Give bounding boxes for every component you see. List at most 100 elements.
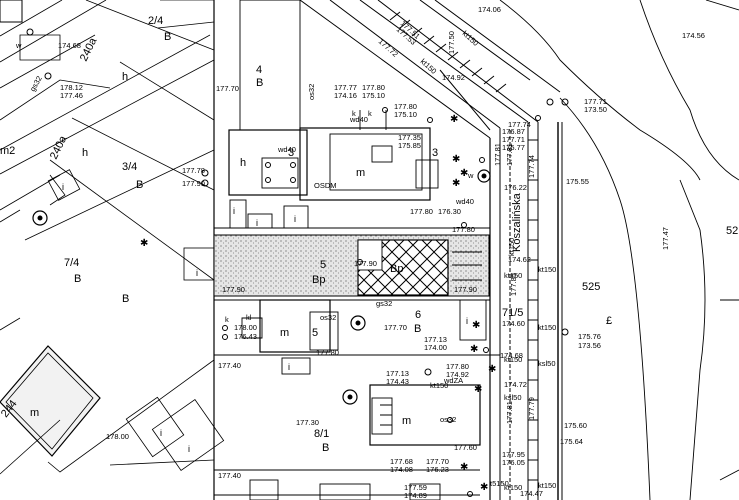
elevation: 177.30 (296, 418, 319, 427)
svg-text:✱: ✱ (452, 178, 460, 189)
annotation: os32 (320, 313, 336, 322)
elevation: 177.60 (454, 443, 477, 452)
elevation: 176.22 (504, 183, 527, 192)
annotation: kt150 (419, 57, 439, 76)
landuse-bp: Bp (390, 263, 403, 275)
elevation: 177.40 (218, 361, 241, 370)
elevation: 175.64 (560, 437, 583, 446)
svg-text:✱: ✱ (480, 482, 488, 493)
elevation: 178.12 (60, 83, 83, 92)
elevation: 177.13 (386, 369, 409, 378)
elevation: 177.81 (505, 143, 514, 166)
code-i: i (188, 444, 190, 454)
code-5: 5 (312, 327, 318, 339)
code-3: 3 (432, 147, 438, 159)
annotation: kt150 (504, 355, 522, 364)
parcel-525: 525 (582, 281, 600, 293)
elevation: 177.90 (354, 259, 377, 268)
code-k: k (225, 315, 229, 324)
code-m: m (356, 167, 365, 179)
parcel-2-4: 2/4 (148, 15, 163, 27)
elevation: 174.56 (682, 31, 705, 40)
elevation: 175.60 (564, 421, 587, 430)
parcel-8-1: 8/1 (314, 428, 329, 440)
landuse-labels: B B B B B B B Bp Bp (74, 31, 421, 454)
landuse-b: B (414, 323, 421, 335)
parcel-7-4: 7/4 (64, 257, 79, 269)
svg-text:✱: ✱ (472, 320, 480, 331)
annotation: kt150 (430, 381, 448, 390)
elevation: 176.43 (234, 332, 257, 341)
elevation: 175.77 (502, 143, 525, 152)
svg-text:✱: ✱ (460, 168, 468, 179)
elevation: 174.68 (58, 41, 81, 50)
annotation: wd40 (277, 145, 296, 154)
elevation: 177.80 (410, 207, 433, 216)
elevation: 178.00 (106, 432, 129, 441)
elevation: 174.62 (508, 255, 531, 264)
landuse-bp: Bp (312, 274, 325, 286)
code-i: i (160, 428, 162, 438)
building-codes: h h h m m m m i i i i i i i i i 3 3 5 k … (15, 41, 612, 454)
elevation: 177.72 (377, 37, 400, 59)
parcel-52: 52 (726, 225, 738, 237)
elevation: 178.00 (234, 323, 257, 332)
elevation: 174.60 (502, 319, 525, 328)
parcel-m2: m2 (0, 145, 15, 157)
annotation: ksl50 (538, 359, 556, 368)
landuse-b: B (74, 273, 81, 285)
annotation: wd40 (455, 197, 474, 206)
landuse-b: B (164, 31, 171, 43)
annotation: kt150 (504, 271, 522, 280)
elevation: 177.50 (447, 31, 456, 54)
elevation: 177.80 (362, 83, 385, 92)
elevation: 177.59 (404, 483, 427, 492)
elevation: 177.80 (316, 348, 339, 357)
elevation: 174.06 (478, 5, 501, 14)
svg-text:✱: ✱ (488, 364, 496, 375)
annotation: kt150 (504, 483, 522, 492)
annotation: gs32 (376, 299, 392, 308)
elevation: 176.30 (438, 207, 461, 216)
annotation: wd40 (349, 115, 368, 124)
elevation: 174.89 (404, 491, 427, 500)
elevation: 174.43 (386, 377, 409, 386)
svg-text:✱: ✱ (470, 344, 478, 355)
elevation: 177.35 (398, 133, 421, 142)
parcel-3-4: 3/4 (122, 161, 137, 173)
code-w: w (15, 41, 22, 50)
code-i: i (233, 206, 235, 216)
elevation: 174.68 (500, 351, 523, 360)
elevation: 177.71 (502, 135, 525, 144)
right-side-lines (499, 0, 739, 500)
svg-text:✱: ✱ (450, 114, 458, 125)
elevation: 177.85 (509, 273, 518, 296)
elevation: 177.47 (661, 227, 670, 250)
elevation: 175.10 (362, 91, 385, 100)
elevation: 174.72 (504, 380, 527, 389)
elevation: 177.70 (216, 84, 239, 93)
parcel-240a-mid: 240a (48, 133, 70, 161)
code-m: m (280, 327, 289, 339)
elevation: 173.50 (584, 105, 607, 114)
elevation: 177.13 (424, 335, 447, 344)
code-k: k (352, 109, 356, 118)
code-i: i (256, 218, 258, 228)
elevation: 175.76 (578, 332, 601, 341)
elevation: 175.10 (394, 110, 417, 119)
elevation: 177.74 (508, 120, 531, 129)
road-corridor (299, 0, 563, 500)
elevation: 177.77 (334, 83, 357, 92)
elevation: 174.92 (446, 370, 469, 379)
tree-symbols: ✱ ✱ ✱ ✱ ✱ ✱ ✱ ✱ ✱ ✱ ✱ (140, 114, 496, 493)
elevation: 176.87 (502, 127, 525, 136)
elevation: 177.80 (394, 102, 417, 111)
symbol-pound: £ (606, 315, 612, 327)
elevation: 177.70 (426, 457, 449, 466)
elevation: 177.46 (60, 91, 83, 100)
elevation: 174.92 (442, 73, 465, 82)
elevation: 177.74 (527, 155, 536, 178)
code-i: i (288, 362, 290, 372)
elevation: 177.78 (182, 166, 205, 175)
elevation: 176.05 (502, 458, 525, 467)
